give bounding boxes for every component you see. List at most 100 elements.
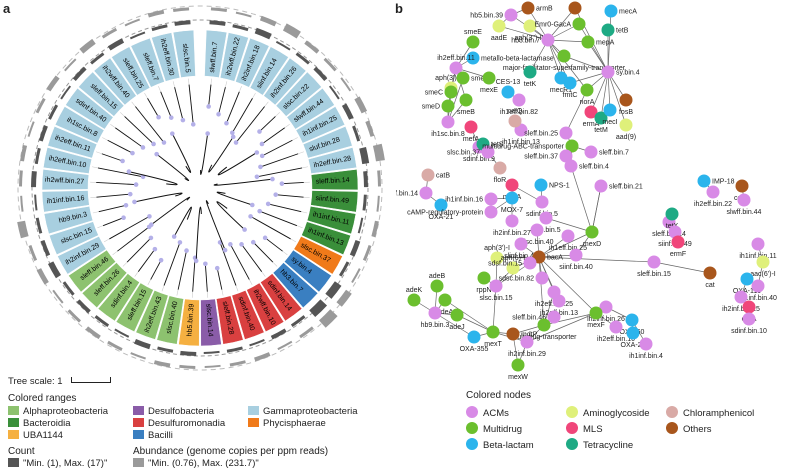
node-label: slsc.bin.15 [479, 295, 512, 302]
branch [216, 268, 223, 290]
legend-node-acms: ACMs [466, 406, 509, 420]
abundance-bar [20, 144, 28, 162]
abundance-bar [46, 75, 60, 92]
count-bar [349, 239, 361, 257]
branch [160, 91, 172, 118]
network-node [501, 85, 515, 99]
node-label: sleff.bin.25 [524, 131, 558, 138]
node-point [147, 214, 152, 219]
count-bar [249, 338, 265, 347]
network-edge [434, 312, 475, 338]
node-label: IMP-18 [712, 179, 735, 186]
node-point [279, 181, 285, 186]
node-point [222, 247, 228, 253]
branch [98, 204, 127, 213]
branch [208, 136, 234, 173]
clade-range [47, 126, 98, 159]
network-node [530, 223, 544, 237]
abundance-bar [153, 360, 171, 368]
network-node [751, 279, 765, 293]
network-node [508, 114, 522, 128]
leaf-guide [97, 225, 104, 229]
clade-range [275, 71, 322, 117]
node-label: tetM [594, 127, 608, 134]
branch [259, 116, 276, 132]
node-point [214, 265, 220, 271]
node-label: sleff.bin.7 [599, 150, 629, 157]
tree-scale-label: Tree scale: 1 [8, 376, 63, 387]
node-label: ih1inf.bin.13 [502, 139, 540, 146]
node-label: ih2inf.bin.25 [722, 306, 760, 313]
node-point [257, 208, 262, 214]
node-label: sdinf.bin.10 [731, 328, 767, 335]
network-node [601, 23, 615, 37]
node-point [121, 215, 126, 220]
branch [264, 237, 283, 252]
network-node [490, 251, 504, 265]
node-label: ih1inf.bin.11 [739, 253, 776, 260]
network-node [514, 237, 528, 251]
count-bar [38, 125, 48, 142]
node-label: mecI [602, 119, 617, 126]
node-label: metallo-beta-lactamase [481, 56, 554, 63]
branch [173, 206, 192, 237]
network-node [568, 1, 582, 15]
network-node [450, 308, 464, 322]
network-node [647, 255, 661, 269]
clade-range [151, 32, 181, 82]
abundance-bar [372, 143, 385, 162]
network-edge [492, 285, 497, 333]
dot [466, 406, 478, 418]
node-label: aad(9) [616, 134, 636, 141]
node-point [248, 214, 253, 219]
leaf-guide [301, 166, 308, 169]
leaf-guide [103, 238, 110, 243]
branch [208, 84, 212, 107]
node-label: OXA-22 [621, 342, 646, 349]
branch [171, 133, 192, 173]
network-edge [538, 256, 597, 314]
abundance-bar [36, 268, 49, 285]
node-point [262, 235, 268, 241]
node-label: MOX-7 [501, 207, 523, 214]
legend-abundance-text: "Min. (0.76), Max. (231.7)" [148, 458, 259, 469]
network-node [541, 33, 555, 47]
node-label: sleff.bin.21 [609, 184, 643, 191]
count-bar [270, 328, 287, 340]
network-node [584, 145, 598, 159]
node-label: aph(3')-I [484, 245, 510, 252]
node-label: slwff.bin.44 [727, 209, 762, 216]
node-label: floR [494, 177, 506, 184]
count-bar [295, 52, 310, 65]
node-label: AnR [568, 0, 582, 2]
node-label: adeB [429, 273, 446, 280]
node-point [154, 151, 159, 157]
legend-nodes-title: Colored nodes [466, 390, 532, 401]
count-bar [151, 24, 168, 32]
branch [107, 139, 133, 154]
network-node [559, 126, 573, 140]
panel-a-letter: a [3, 1, 11, 16]
network-node [740, 272, 754, 286]
abundance-bar [282, 23, 301, 39]
abundance-bar [371, 220, 379, 238]
node-point [230, 134, 236, 140]
branch [177, 250, 187, 290]
count-bar [180, 350, 197, 356]
branch [217, 152, 258, 176]
network-node [547, 310, 561, 324]
node-point [152, 246, 158, 252]
legend-range-label: UBA1144 [23, 430, 63, 441]
node-label: mdtP [521, 332, 538, 339]
branch [156, 153, 190, 182]
network-node [604, 4, 618, 18]
branch [216, 191, 253, 206]
legend-node-chloramphenicol: Chloramphenicol [666, 406, 754, 420]
abundance-bar [319, 309, 338, 328]
node-point [239, 242, 244, 247]
node-label: mexT [484, 341, 502, 348]
node-label: tetB [616, 28, 629, 35]
node-point [130, 150, 135, 156]
node-label: mexF [587, 322, 605, 329]
node-point [193, 258, 199, 264]
